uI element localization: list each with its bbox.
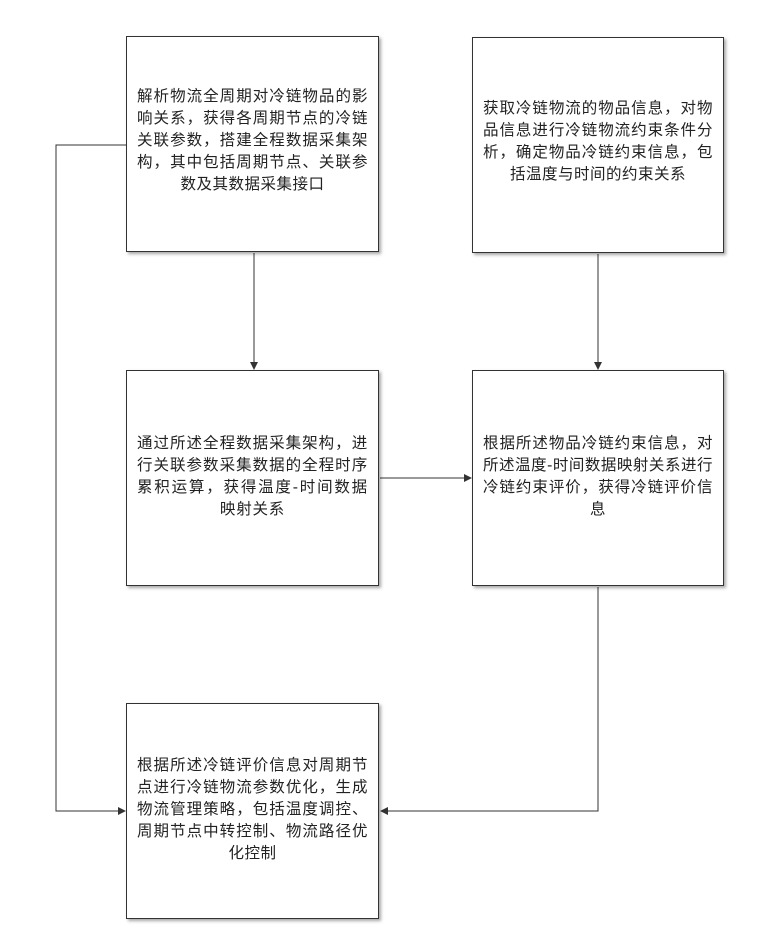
step-box-analyze-lifecycle: 解析物流全周期对冷链物品的影响关系，获得各周期节点的冷链关联参数，搭建全程数据采… <box>126 36 379 252</box>
step-box-item-info: 获取冷链物流的物品信息，对物品信息进行冷链物流约束条件分析，确定物品冷链约束信息… <box>472 37 724 253</box>
arrow-box4-to-box5 <box>381 587 598 811</box>
step-text: 通过所述全程数据采集架构，进行关联参数采集数据的全程时序累积运算，获得温度-时间… <box>137 432 368 520</box>
step-text: 解析物流全周期对冷链物品的影响关系，获得各周期节点的冷链关联参数，搭建全程数据采… <box>137 85 368 195</box>
arrow-box1-to-box5 <box>56 145 126 811</box>
step-text: 根据所述物品冷链约束信息，对所述温度-时间数据映射关系进行冷链约束评价，获得冷链… <box>483 432 713 520</box>
step-box-data-mapping: 通过所述全程数据采集架构，进行关联参数采集数据的全程时序累积运算，获得温度-时间… <box>126 370 379 586</box>
step-box-optimization-strategy: 根据所述冷链评价信息对周期节点进行冷链物流参数优化，生成物流管理策略，包括温度调… <box>126 703 379 919</box>
step-text: 根据所述冷链评价信息对周期节点进行冷链物流参数优化，生成物流管理策略，包括温度调… <box>137 754 368 864</box>
step-text: 获取冷链物流的物品信息，对物品信息进行冷链物流约束条件分析，确定物品冷链约束信息… <box>483 97 713 185</box>
step-box-constraint-evaluation: 根据所述物品冷链约束信息，对所述温度-时间数据映射关系进行冷链约束评价，获得冷链… <box>472 370 724 586</box>
